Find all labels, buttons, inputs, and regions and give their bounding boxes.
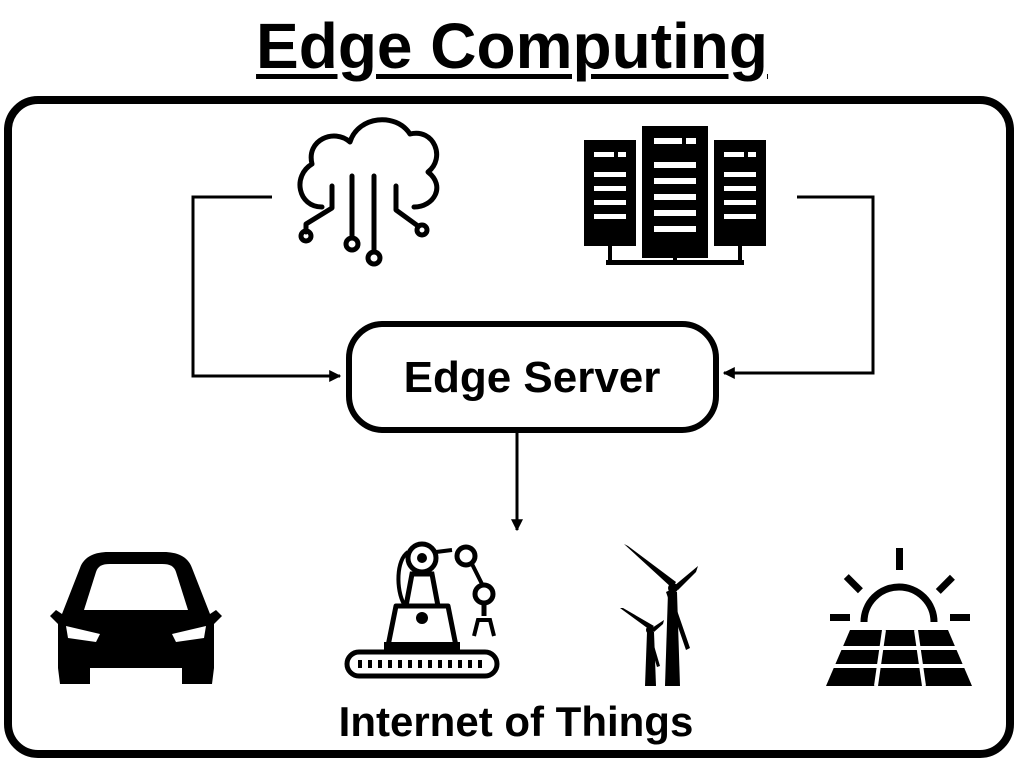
edge-servers-to-edge-server <box>722 195 875 379</box>
solar-panel-icon <box>826 548 972 687</box>
diagram-frame <box>4 96 1014 758</box>
robotic-arm-icon <box>344 541 500 679</box>
edge-server-node <box>346 321 719 433</box>
car-icon <box>50 552 222 684</box>
edge-cloud-to-edge-server <box>191 195 342 382</box>
cloud-network-icon <box>297 117 440 267</box>
wind-turbine-icon <box>620 544 698 686</box>
iot-label: Internet of Things <box>339 698 694 745</box>
server-rack-icon <box>584 126 766 265</box>
diagram-title: Edge Computing <box>256 10 768 82</box>
edge-server-label: Edge Server <box>404 353 661 402</box>
